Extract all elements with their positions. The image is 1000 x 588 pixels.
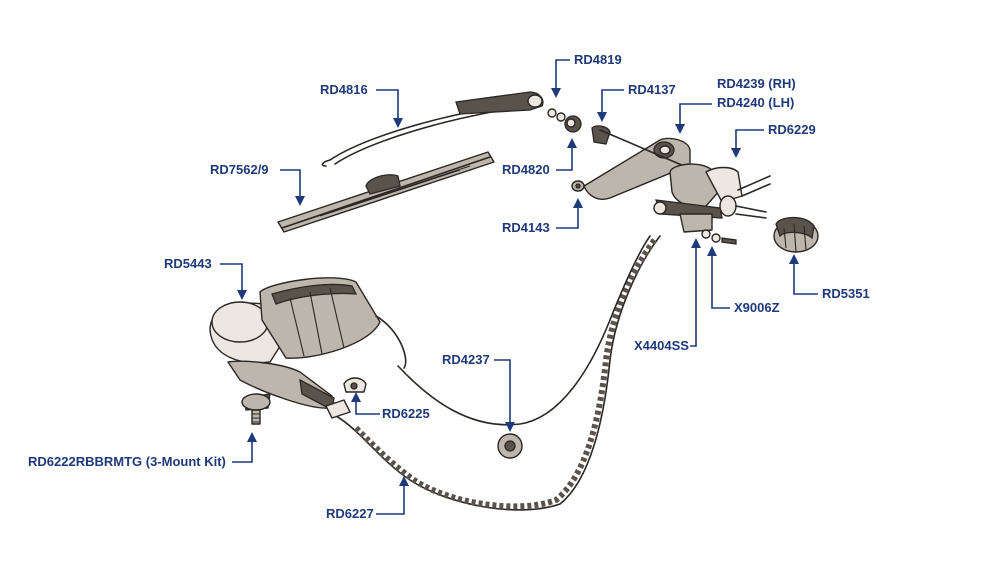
label-x9006z: X9006Z: [734, 300, 780, 315]
label-rd6222: RD6222RBBRMTG (3-Mount Kit): [28, 454, 226, 469]
grommet: [497, 433, 523, 459]
label-rd4816: RD4816: [320, 82, 368, 97]
wiper-motor: [209, 277, 407, 411]
wiper-blade: [277, 151, 495, 233]
label-rd4820: RD4820: [502, 162, 550, 177]
end-cap: [773, 216, 819, 253]
mount-kit: [241, 393, 271, 425]
label-rd6225: RD6225: [382, 406, 430, 421]
leader-lines: [220, 59, 818, 515]
drive-cable: [325, 235, 661, 511]
wiper-arm: [321, 91, 544, 167]
label-rd6229: RD6229: [768, 122, 816, 137]
label-rd4240: RD4240 (LH): [717, 95, 795, 110]
spindle-washers: [547, 108, 611, 192]
label-rd6227: RD6227: [326, 506, 374, 521]
label-rd4237: RD4237: [442, 352, 490, 367]
label-rd4239: RD4239 (RH): [717, 76, 796, 91]
label-rd7562: RD7562/9: [210, 162, 269, 177]
label-rd4137: RD4137: [628, 82, 676, 97]
label-rd4819: RD4819: [574, 52, 622, 67]
wheelbox: [583, 129, 771, 233]
label-rd5443: RD5443: [164, 256, 212, 271]
cable-clip: [343, 377, 367, 393]
label-x4404ss: X4404SS: [634, 338, 689, 353]
label-rd4143: RD4143: [502, 220, 550, 235]
nut-washers: [701, 229, 737, 245]
label-rd5351: RD5351: [822, 286, 870, 301]
